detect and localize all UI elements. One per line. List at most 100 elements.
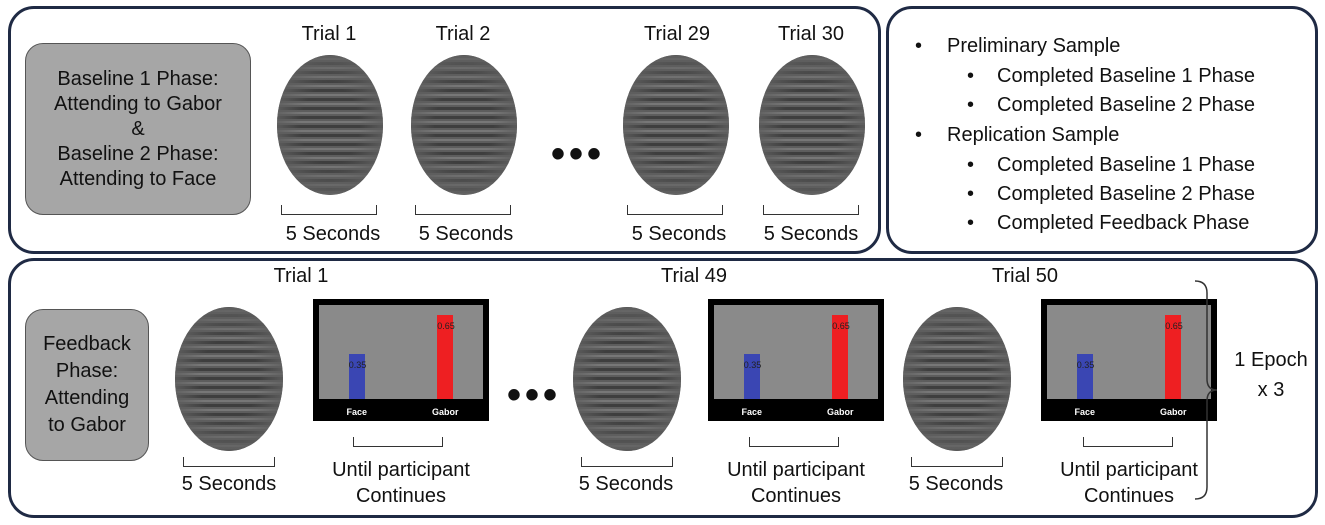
sample-group: • Preliminary Sample [915,35,1120,58]
bar-category-label: Face [346,407,367,417]
bullet-icon: • [967,154,975,176]
sample-item: • Completed Baseline 2 Phase [967,94,1255,117]
bar-value-label: 0.65 [832,321,850,331]
feedback-plot-area: 0.35 0.65 [319,305,483,399]
duration-label: 5 Seconds [578,473,674,495]
sample-item-label: Completed Baseline 2 Phase [997,94,1255,116]
bar-category-label: Face [1074,407,1095,417]
duration-bracket [581,457,673,467]
duration-bracket [353,437,443,447]
bar-category-label: Face [741,407,762,417]
bullet-icon: • [967,212,975,234]
duration-bracket [415,205,511,215]
duration-label: 5 Seconds [763,223,859,245]
sample-item-label: Completed Baseline 2 Phase [997,183,1255,205]
sample-group-title: Replication Sample [947,124,1120,146]
duration-bracket [281,205,377,215]
duration-bracket [183,457,275,467]
bar-category-label: Gabor [1160,407,1187,417]
bar-value-label: 0.35 [1076,360,1095,370]
trial-label: Trial 30 [778,23,844,45]
sample-item: • Completed Feedback Phase [967,212,1249,235]
sample-panel: • Preliminary Sample • Completed Baseline … [886,6,1318,254]
feedback-bar-gabor: 0.65 [832,315,850,399]
trial-label: Trial 1 [273,265,329,287]
feedback-bar-gabor: 0.65 [1165,315,1183,399]
duration-label: 5 Seconds [285,223,381,245]
gabor-stimulus [277,55,383,195]
duration-bracket [1083,437,1173,447]
sample-group: • Replication Sample [915,124,1119,147]
epoch-brace [1194,280,1218,500]
duration-label: 5 Seconds [631,223,727,245]
sample-item: • Completed Baseline 1 Phase [967,65,1255,88]
repeat-text: x 3 [1257,379,1285,401]
phase-line: Baseline 2 Phase: [57,142,219,165]
feedback-bar-face: 0.35 [743,354,762,399]
duration-label: Until participant Continues [1060,459,1198,507]
duration-label: Until participant Continues [332,459,470,507]
trial-label: Trial 2 [435,23,491,45]
bullet-icon: • [967,183,975,205]
bullet-icon: • [967,65,975,87]
bar-value-label: 0.65 [1165,321,1183,331]
phase-line: Feedback [43,333,131,355]
bar-value-label: 0.35 [348,360,367,370]
trial-label: Trial 29 [644,23,710,45]
duration-bracket [627,205,723,215]
feedback-phase-label: Feedback Phase: Attending to Gabor [25,309,149,461]
sample-item-label: Completed Baseline 1 Phase [997,65,1255,87]
epoch-label: 1 Epoch x 3 [1229,345,1313,405]
duration-bracket [749,437,839,447]
feedback-bar-face: 0.35 [348,354,367,399]
bullet-icon: • [915,35,923,57]
duration-label: Until participant Continues [727,459,865,507]
bar-category-label: Gabor [827,407,854,417]
sample-item: • Completed Baseline 1 Phase [967,154,1255,177]
bullet-icon: • [967,94,975,116]
bar-value-label: 0.65 [437,321,455,331]
sample-item: • Completed Baseline 2 Phase [967,183,1255,206]
baseline-panel: Baseline 1 Phase: Attending to Gabor & B… [8,6,881,254]
baseline-phase-label: Baseline 1 Phase: Attending to Gabor & B… [25,43,251,215]
duration-bracket [911,457,1003,467]
bar-category-label: Gabor [432,407,459,417]
trial-label: Trial 50 [992,265,1058,287]
sample-group-title: Preliminary Sample [947,35,1121,57]
sample-list: • Preliminary Sample • Completed Baseline … [889,9,1315,251]
phase-line: Baseline 1 Phase: [57,67,219,90]
duration-label: 5 Seconds [908,473,1004,495]
phase-line: Phase: [55,360,119,382]
epoch-text: 1 Epoch [1234,349,1308,371]
trial-label: Trial 1 [301,23,357,45]
sample-item-label: Completed Baseline 1 Phase [997,154,1255,176]
duration-bracket [763,205,859,215]
feedback-plot-area: 0.35 0.65 [714,305,878,399]
bar-value-label: 0.35 [743,360,762,370]
sample-item-label: Completed Feedback Phase [997,212,1250,234]
gabor-stimulus [175,307,283,451]
gabor-stimulus [903,307,1011,451]
gabor-stimulus [573,307,681,451]
phase-line: & [131,117,145,140]
gabor-stimulus [759,55,865,195]
feedback-bar-face: 0.35 [1076,354,1095,399]
bullet-icon: • [915,124,923,146]
ellipsis: ••• [507,373,562,417]
gabor-stimulus [623,55,729,195]
phase-line: Attending [44,387,130,409]
feedback-plot-area: 0.35 0.65 [1047,305,1211,399]
phase-line: Attending to Gabor [54,92,222,115]
duration-label: 5 Seconds [181,473,277,495]
phase-line: to Gabor [48,414,126,436]
trial-label: Trial 49 [661,265,727,287]
feedback-bar-gabor: 0.65 [437,315,455,399]
gabor-stimulus [411,55,517,195]
duration-label: 5 Seconds [418,223,514,245]
feedback-panel: Feedback Phase: Attending to Gabor Trial… [8,258,1318,518]
phase-line: Attending to Face [59,167,217,190]
ellipsis: ••• [551,132,606,176]
